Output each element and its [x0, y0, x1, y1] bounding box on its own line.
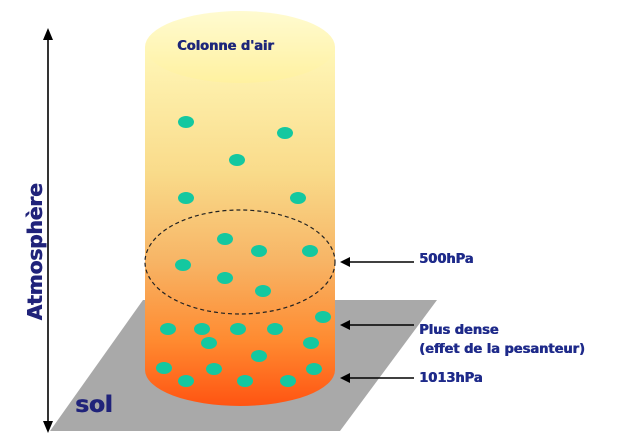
air-molecule-dot: [229, 154, 245, 166]
air-molecule-dot: [267, 323, 283, 335]
air-molecule-dot: [277, 127, 293, 139]
air-molecule-dot: [156, 362, 172, 374]
air-molecule-dot: [303, 337, 319, 349]
air-molecule-dot: [194, 323, 210, 335]
air-molecule-dot: [217, 233, 233, 245]
air-molecule-dot: [178, 116, 194, 128]
denser-label: Plus dense (effet de la pesanteur): [419, 321, 585, 359]
pressure-1013-label: 1013hPa: [419, 371, 483, 386]
double-arrow-vertical-icon: [43, 28, 53, 433]
arrow-left-icon-500: [340, 257, 414, 267]
air-molecule-dot: [178, 192, 194, 204]
molecules: [156, 116, 331, 387]
air-molecule-dot: [206, 363, 222, 375]
denser-label-line1: Plus dense: [419, 323, 499, 338]
pressure-500-slice: [144, 209, 336, 315]
air-molecule-dot: [290, 192, 306, 204]
air-column-body: [145, 47, 335, 406]
denser-label-line2: (effet de la pesanteur): [419, 342, 585, 357]
air-molecule-dot: [315, 311, 331, 323]
air-molecule-dot: [175, 259, 191, 271]
column-title: Colonne d'air: [177, 39, 274, 54]
air-molecule-dot: [160, 323, 176, 335]
air-molecule-dot: [302, 245, 318, 257]
ground-label: sol: [75, 392, 113, 418]
air-molecule-dot: [251, 350, 267, 362]
air-column-top: [145, 11, 335, 83]
arrow-left-icon-dense: [340, 320, 414, 330]
arrow-left-icon-1013: [340, 373, 414, 383]
air-molecule-dot: [306, 363, 322, 375]
air-molecule-dot: [178, 375, 194, 387]
atmosphere-label: Atmosphère: [23, 183, 47, 321]
pressure-500-label: 500hPa: [419, 252, 474, 267]
air-molecule-dot: [230, 323, 246, 335]
air-molecule-dot: [201, 337, 217, 349]
air-molecule-dot: [280, 375, 296, 387]
air-molecule-dot: [237, 375, 253, 387]
air-molecule-dot: [251, 245, 267, 257]
air-molecule-dot: [217, 272, 233, 284]
air-molecule-dot: [255, 285, 271, 297]
